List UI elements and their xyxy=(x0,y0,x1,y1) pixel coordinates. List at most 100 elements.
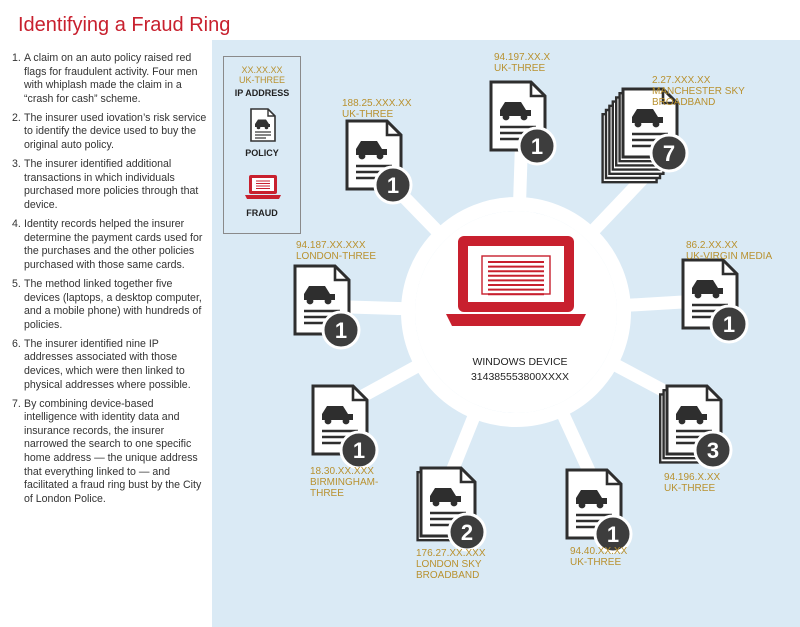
car-icon xyxy=(304,286,335,300)
car-icon xyxy=(322,406,353,420)
step-text: The insurer identified additional transa… xyxy=(24,158,199,211)
policy-count-badge xyxy=(649,133,689,173)
document-fold xyxy=(721,260,737,276)
policy-node: 3 xyxy=(659,384,733,470)
node-ip-address: 94.197.XX.X xyxy=(494,52,551,63)
step-number: 5. xyxy=(12,277,21,290)
step-item: 7.By combining device-based intelligence… xyxy=(12,398,208,507)
document-fold xyxy=(705,386,721,402)
center-device-id: 314385553800XXXX xyxy=(470,371,570,383)
car-wheel xyxy=(324,297,332,305)
policy-count-badge xyxy=(373,165,413,205)
document-fold xyxy=(385,121,401,137)
legend-ip-address: XX.XX.XX xyxy=(241,65,283,75)
step-item: 1.A claim on an auto policy raised red f… xyxy=(12,52,208,106)
policy-count: 1 xyxy=(723,312,735,337)
policy-node: 1 xyxy=(311,384,379,470)
car-wheel xyxy=(306,297,314,305)
legend-policy-label: POLICY xyxy=(245,148,279,158)
policy-count: 2 xyxy=(461,520,473,545)
step-text: The insurer used iovation’s risk service… xyxy=(24,111,207,152)
node-isp: BIRMINGHAM-THREE xyxy=(310,477,379,499)
step-number: 4. xyxy=(12,218,21,231)
legend-ip-label: IP ADDRESS xyxy=(234,88,290,98)
step-text: Identity records helped the insurer dete… xyxy=(24,218,203,271)
step-item: 4.Identity records helped the insurer de… xyxy=(12,218,208,272)
policy-count: 3 xyxy=(707,438,719,463)
node-ip-address: 176.27.XX.XXX xyxy=(416,548,486,559)
step-number: 3. xyxy=(12,158,21,171)
document-fold xyxy=(529,82,545,98)
node-ip-address: 2.27.XXX.XX xyxy=(652,75,711,86)
policy-count-badge xyxy=(517,126,557,166)
step-number: 6. xyxy=(12,337,21,350)
car-icon xyxy=(356,141,387,155)
car-wheel xyxy=(652,120,660,128)
legend: XX.XX.XX UK-THREE IP ADDRESS POLICY FRAU… xyxy=(223,56,301,234)
policy-count-badge xyxy=(709,304,749,344)
policy-count-badge xyxy=(339,430,379,470)
policy-count: 1 xyxy=(335,318,347,343)
car-wheel xyxy=(450,499,458,507)
car-icon xyxy=(500,102,531,116)
node-ip-address: 94.40.XX.XX xyxy=(570,546,628,557)
document-fold xyxy=(605,470,621,486)
node-isp: UK-THREE xyxy=(664,483,716,494)
step-text: By combining device-based intelligence w… xyxy=(24,397,202,505)
car-wheel xyxy=(596,501,604,509)
car-wheel xyxy=(634,120,642,128)
car-icon xyxy=(430,488,461,502)
step-text: The insurer identified nine IP addresses… xyxy=(24,337,191,391)
step-number: 1. xyxy=(12,52,21,64)
car-icon xyxy=(632,109,663,123)
policy-count-badge xyxy=(593,514,633,554)
legend-ip-isp: UK-THREE xyxy=(238,75,285,85)
node-ip-address: 86.2.XX.XX xyxy=(686,240,738,251)
policy-icon xyxy=(250,108,276,142)
node-ip-address: 94.196.X.XX xyxy=(664,472,721,483)
car-wheel xyxy=(712,291,720,299)
node-ip-address: 188.25.XXX.XX xyxy=(342,98,412,109)
page-title: Identifying a Fraud Ring xyxy=(18,14,231,36)
policy-node: 1 xyxy=(345,119,413,205)
document-fold xyxy=(333,266,349,282)
node-isp: UK-THREE xyxy=(342,109,394,120)
policy-node: 1 xyxy=(681,258,749,344)
car-wheel xyxy=(678,417,686,425)
step-text: The method linked together five devices … xyxy=(24,277,202,331)
policy-count: 1 xyxy=(353,438,365,463)
node-isp: UK-VIRGIN MEDIA xyxy=(686,251,773,262)
car-wheel xyxy=(376,152,384,160)
node-isp: LONDON SKY BROADBAND xyxy=(416,559,482,581)
fraud-laptop-icon xyxy=(245,175,281,199)
policy-count: 1 xyxy=(387,173,399,198)
steps-list: 1.A claim on an auto policy raised red f… xyxy=(12,52,208,512)
car-wheel xyxy=(324,417,332,425)
legend-fraud-label: FRAUD xyxy=(246,208,278,218)
policy-node: 7 xyxy=(601,87,689,184)
center-device-type: WINDOWS DEVICE xyxy=(472,356,568,368)
step-text: A claim on an auto policy raised red fla… xyxy=(24,52,198,105)
policy-count: 7 xyxy=(663,141,675,166)
car-wheel xyxy=(520,113,528,121)
document-fold xyxy=(351,386,367,402)
car-icon xyxy=(576,490,607,504)
policy-count-badge xyxy=(321,310,361,350)
node-isp: MANCHESTER SKY BROADBAND xyxy=(652,86,745,108)
policy-node: 1 xyxy=(489,80,557,166)
policy-count: 1 xyxy=(607,522,619,547)
car-icon xyxy=(676,406,707,420)
laptop-base xyxy=(446,314,586,326)
car-wheel xyxy=(502,113,510,121)
policy-node: 2 xyxy=(416,466,487,552)
node-isp: LONDON-THREE xyxy=(296,251,377,262)
